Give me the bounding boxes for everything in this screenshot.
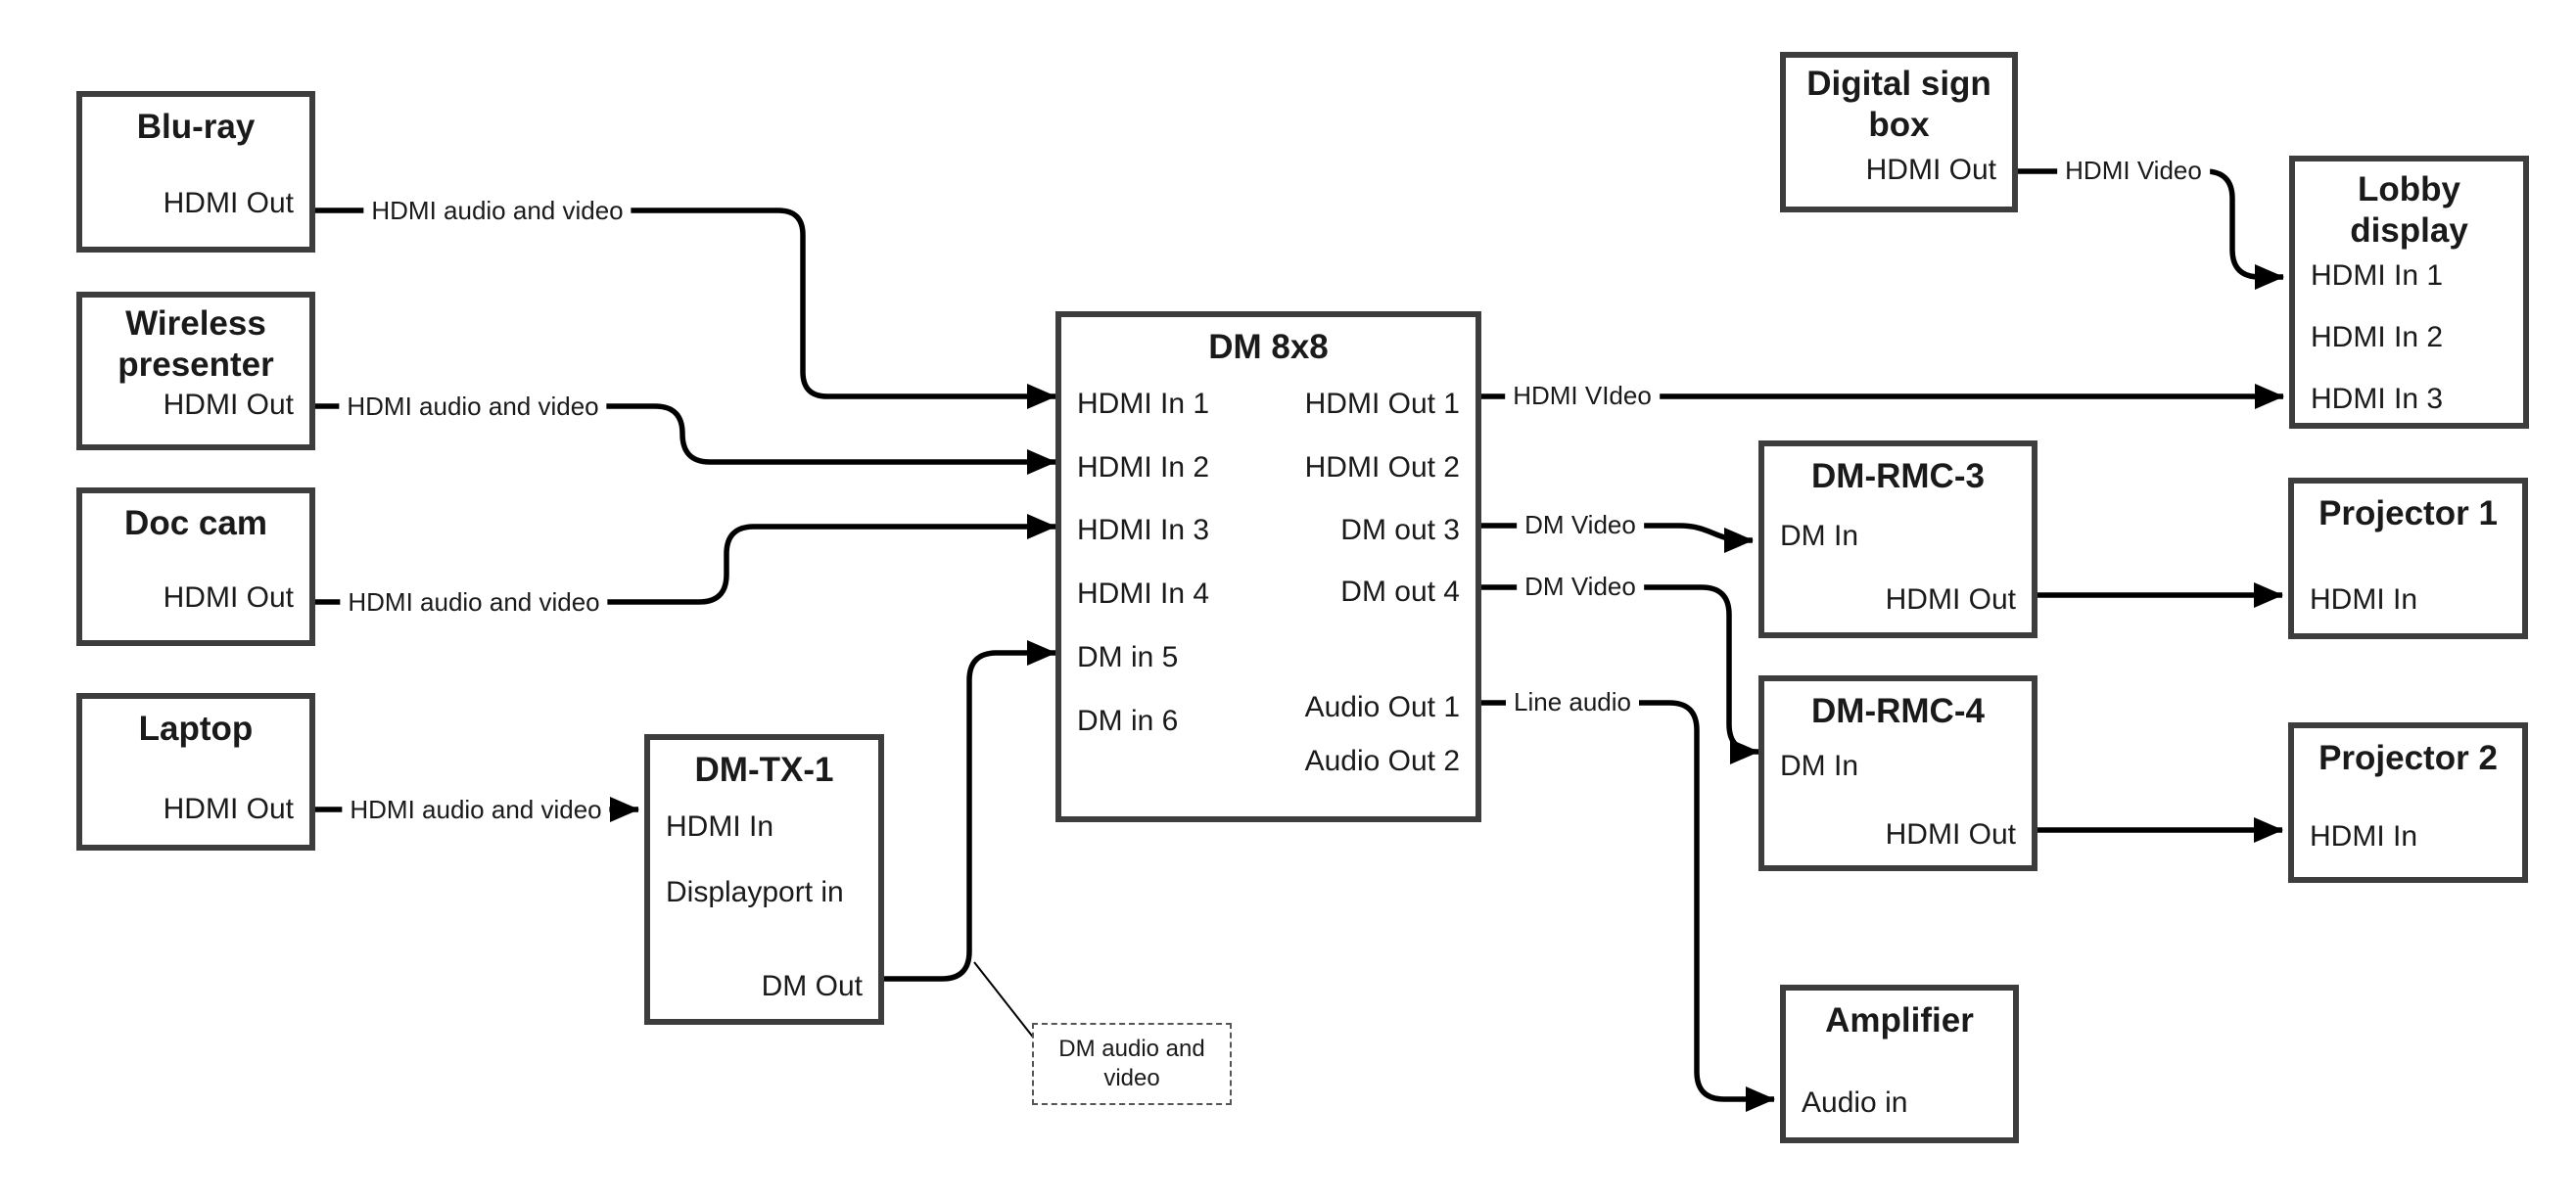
node-projector-1: Projector 1 HDMI In: [2288, 478, 2528, 639]
edge-dm8x8-out3-to-dmrmc3: [1481, 523, 1754, 553]
port-dmtx1-hdmi-in: HDMI In: [666, 810, 774, 843]
port-laptop-hdmi-out: HDMI Out: [163, 793, 294, 825]
edge-dm8x8-out4-to-dmrmc4: [1481, 584, 1759, 764]
node-dm-rmc-4: DM-RMC-4 DM In HDMI Out: [1758, 675, 2037, 871]
node-dmrmc3-title: DM-RMC-3: [1811, 457, 1985, 495]
edge-bluray-to-dm8x8-in1: [315, 208, 1056, 409]
port-dm8x8-dm-out-3: DM out 3: [1340, 514, 1460, 546]
port-dmrmc3-hdmi-out: HDMI Out: [1885, 583, 2016, 616]
node-dm8x8-title: DM 8x8: [1208, 328, 1329, 366]
node-bluray-title: Blu-ray: [136, 108, 256, 146]
node-amplifier: Amplifier Audio in: [1780, 985, 2019, 1143]
port-dm8x8-hdmi-in-1: HDMI In 1: [1077, 388, 1210, 420]
port-dmrmc4-dm-in: DM In: [1780, 750, 1859, 782]
port-dmtx1-dm-out: DM Out: [761, 970, 863, 1002]
port-dm8x8-hdmi-in-3: HDMI In 3: [1077, 514, 1210, 546]
node-proj2-title: Projector 2: [2318, 739, 2498, 777]
node-projector-2: Projector 2 HDMI In: [2288, 722, 2528, 883]
port-doccam-hdmi-out: HDMI Out: [163, 581, 294, 614]
port-lobby-hdmi-in-3: HDMI In 3: [2311, 383, 2444, 415]
port-bluray-hdmi-out: HDMI Out: [163, 187, 294, 219]
note-callout-line: [973, 961, 1036, 1040]
port-dm8x8-hdmi-in-2: HDMI In 2: [1077, 451, 1210, 484]
port-amplifier-audio-in: Audio in: [1802, 1086, 1908, 1119]
port-dm8x8-audio-out-2: Audio Out 2: [1304, 745, 1460, 777]
node-dmtx1-title: DM-TX-1: [694, 751, 834, 789]
node-doccam-title: Doc cam: [124, 504, 267, 542]
node-laptop: Laptop HDMI Out: [76, 693, 315, 851]
port-dm8x8-hdmi-in-4: HDMI In 4: [1077, 577, 1210, 610]
node-dm-tx-1: DM-TX-1 HDMI In Displayport in DM Out: [644, 734, 884, 1025]
edge-label-laptop: HDMI audio and video: [342, 795, 610, 824]
port-dmrmc4-hdmi-out: HDMI Out: [1885, 818, 2016, 851]
port-dm8x8-dm-out-4: DM out 4: [1340, 576, 1460, 608]
node-dm-8x8: DM 8x8 HDMI In 1 HDMI In 2 HDMI In 3 HDM…: [1055, 311, 1481, 822]
port-lobby-hdmi-in-1: HDMI In 1: [2311, 259, 2444, 292]
edge-doccam-to-dm8x8-in3: [315, 514, 1056, 605]
port-dm8x8-dm-in-5: DM in 5: [1077, 641, 1179, 673]
edge-label-hdmi-video-1: HDMI VIdeo: [1505, 381, 1660, 410]
node-amplifier-title: Amplifier: [1825, 1001, 1974, 1039]
node-digital-sign-box: Digital sign box HDMI Out: [1780, 52, 2018, 212]
edge-label-wireless: HDMI audio and video: [339, 392, 607, 421]
node-wireless-title: Wireless presenter: [117, 304, 274, 384]
edge-label-doccam: HDMI audio and video: [340, 587, 608, 617]
edge-label-hdmi-video-2: HDMI Video: [2057, 156, 2210, 185]
node-doc-cam: Doc cam HDMI Out: [76, 487, 315, 646]
edge-label-dm-video-4: DM Video: [1517, 572, 1644, 601]
node-bluray: Blu-ray HDMI Out: [76, 91, 315, 253]
port-proj2-hdmi-in: HDMI In: [2310, 820, 2418, 853]
edge-dmtx1-to-dm8x8-in5: [884, 640, 1056, 982]
node-lobby-display: Lobby display HDMI In 1 HDMI In 2 HDMI I…: [2289, 156, 2529, 429]
node-wireless-presenter: Wireless presenter HDMI Out: [76, 292, 315, 450]
port-dm8x8-audio-out-1: Audio Out 1: [1304, 691, 1460, 723]
note-dm-audio-and-video: DM audio and video: [1032, 1023, 1232, 1105]
port-digitalsign-hdmi-out: HDMI Out: [1865, 154, 1996, 186]
node-laptop-title: Laptop: [138, 710, 254, 748]
edge-label-bluray: HDMI audio and video: [363, 196, 632, 225]
port-lobby-hdmi-in-2: HDMI In 2: [2311, 321, 2444, 353]
node-proj1-title: Projector 1: [2318, 494, 2498, 532]
node-lobby-title: Lobby display: [2350, 170, 2468, 250]
port-wireless-hdmi-out: HDMI Out: [163, 389, 294, 421]
edge-label-dm-video-3: DM Video: [1517, 510, 1644, 539]
node-dm-rmc-3: DM-RMC-3 DM In HDMI Out: [1758, 440, 2037, 638]
port-proj1-hdmi-in: HDMI In: [2310, 583, 2418, 616]
edge-label-line-audio: Line audio: [1506, 687, 1639, 716]
port-dm8x8-hdmi-out-2: HDMI Out 2: [1304, 451, 1460, 484]
port-dm8x8-dm-in-6: DM in 6: [1077, 705, 1179, 737]
port-dm8x8-hdmi-out-1: HDMI Out 1: [1304, 388, 1460, 420]
edge-wireless-to-dm8x8-in2: [315, 403, 1056, 475]
port-dmtx1-displayport-in: Displayport in: [666, 876, 844, 908]
edge-dm8x8-aout1-to-amplifier: [1481, 700, 1775, 1112]
edge-digitalsign-to-lobby-in1: [2018, 168, 2284, 290]
node-dmrmc4-title: DM-RMC-4: [1811, 692, 1985, 730]
node-digitalsign-title: Digital sign box: [1806, 65, 1991, 144]
port-dmrmc3-dm-in: DM In: [1780, 520, 1859, 552]
